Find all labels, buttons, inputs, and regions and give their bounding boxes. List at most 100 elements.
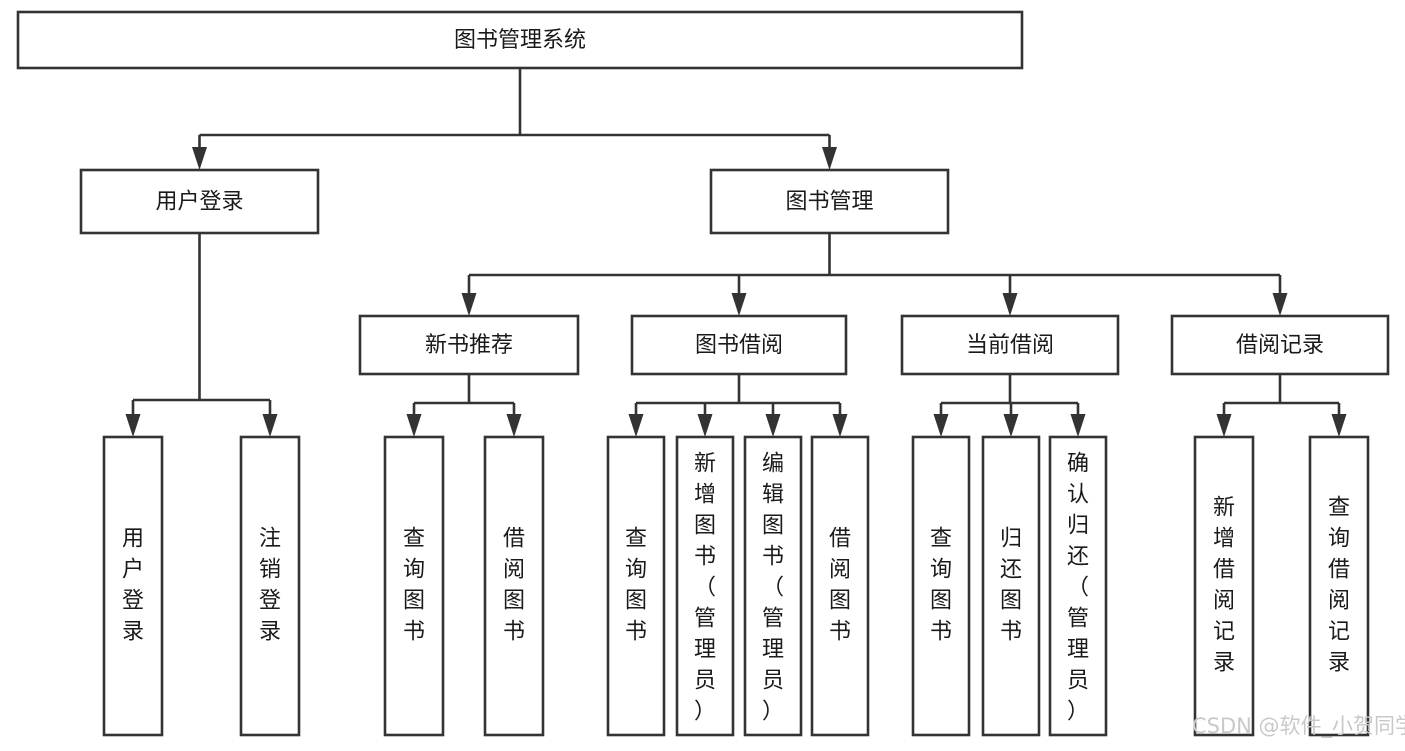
node-box-br-query [1308, 435, 1370, 737]
node-label-br-query-char-2: 借 [1328, 558, 1350, 583]
node-label-bb-borrow-char-3: 书 [829, 620, 851, 645]
node-label-nbr-borrow-char-1: 阅 [503, 558, 525, 583]
node-box-bb-add [675, 435, 735, 737]
node-label-current-borrow: 当前借阅 [966, 333, 1054, 358]
arrowhead-cb-return [1003, 414, 1019, 437]
node-label-br-add-char-1: 增 [1213, 527, 1235, 552]
node-label-cb-query-char-1: 询 [930, 558, 952, 583]
node-label-leaf-user-login-char-3: 录 [122, 620, 144, 645]
node-label-cb-return-char-0: 归 [1000, 527, 1022, 552]
arrowhead-br-query [1331, 414, 1347, 437]
node-box-borrow-record [1170, 314, 1390, 376]
node-label-bb-add-char-2: 图 [694, 514, 716, 539]
node-label-bb-add-char-5: 管 [694, 607, 716, 632]
node-label-bb-add-char-1: 增 [694, 483, 716, 508]
node-borrow-record[interactable]: 借阅记录 [1170, 314, 1390, 376]
arrowhead-bb-borrow [832, 414, 848, 437]
node-label-leaf-user-logout-char-2: 登 [259, 589, 281, 614]
node-label-cb-confirm-char-5: 管 [1067, 607, 1089, 632]
node-label-new-book-rec: 新书推荐 [425, 333, 513, 358]
node-current-borrow[interactable]: 当前借阅 [900, 314, 1120, 376]
arrowhead-current-borrow [1002, 293, 1018, 316]
node-label-cb-confirm-char-0: 确 [1067, 452, 1089, 477]
node-new-book-rec[interactable]: 新书推荐 [358, 314, 580, 376]
node-label-bb-borrow-char-2: 图 [829, 589, 851, 614]
node-label-bb-borrow-char-1: 阅 [829, 558, 851, 583]
node-label-leaf-user-logout-char-1: 销 [259, 558, 281, 583]
node-leaf-user-login[interactable]: 用户登录 [102, 435, 164, 737]
node-label-bb-add-char-4: （ [694, 576, 716, 601]
node-box-cb-query [911, 435, 971, 737]
node-book-manage[interactable]: 图书管理 [709, 168, 950, 235]
node-label-bb-edit-char-4: （ [762, 576, 784, 601]
arrowhead-leaf-user-login [125, 414, 141, 437]
node-label-nbr-query-char-3: 书 [403, 620, 425, 645]
node-label-leaf-user-logout-char-0: 注 [259, 527, 281, 552]
node-label-cb-confirm-char-4: （ [1067, 576, 1089, 601]
node-box-root [16, 10, 1024, 70]
node-box-book-borrow [630, 314, 848, 376]
node-label-bb-edit-char-8: ） [762, 700, 784, 725]
node-layer: 图书管理系统用户登录图书管理新书推荐图书借阅当前借阅借阅记录用户登录注销登录查询… [16, 10, 1390, 737]
arrowhead-bb-edit [765, 414, 781, 437]
node-label-cb-query-char-0: 查 [930, 527, 952, 552]
node-label-bb-edit-char-7: 员 [762, 669, 784, 694]
node-label-cb-confirm-char-7: 员 [1067, 669, 1089, 694]
node-label-nbr-query-char-2: 图 [403, 589, 425, 614]
csdn-watermark: CSDN @软件_小贺同学 [1192, 714, 1405, 739]
node-label-book-borrow: 图书借阅 [695, 333, 783, 358]
node-label-bb-edit-char-5: 管 [762, 607, 784, 632]
node-box-br-add [1193, 435, 1255, 737]
node-label-bb-query-char-0: 查 [625, 527, 647, 552]
node-label-bb-add-char-3: 书 [694, 545, 716, 570]
arrowhead-cb-confirm [1070, 414, 1086, 437]
node-label-br-query-char-5: 录 [1328, 651, 1350, 676]
node-box-new-book-rec [358, 314, 580, 376]
node-label-bb-edit-char-1: 辑 [762, 483, 784, 508]
node-label-bb-query-char-1: 询 [625, 558, 647, 583]
node-label-borrow-record: 借阅记录 [1236, 333, 1324, 358]
node-box-cb-return [981, 435, 1041, 737]
watermark-layer: CSDN @软件_小贺同学 [1192, 714, 1405, 739]
node-label-br-query-char-4: 记 [1328, 620, 1350, 645]
node-label-cb-confirm-char-3: 还 [1067, 545, 1089, 570]
node-label-cb-confirm-char-2: 归 [1067, 514, 1089, 539]
node-user-login[interactable]: 用户登录 [79, 168, 320, 235]
arrowhead-br-add [1216, 414, 1232, 437]
node-box-leaf-user-login [102, 435, 164, 737]
arrowhead-book-borrow [731, 293, 747, 316]
node-label-bb-edit-char-6: 理 [762, 638, 784, 663]
node-label-br-add-char-2: 借 [1213, 558, 1235, 583]
node-root[interactable]: 图书管理系统 [16, 10, 1024, 70]
arrowhead-bb-query [628, 414, 644, 437]
node-box-nbr-query [383, 435, 445, 737]
node-box-bb-borrow [810, 435, 870, 737]
node-box-cb-confirm [1048, 435, 1108, 737]
node-box-nbr-borrow [483, 435, 545, 737]
arrowhead-cb-query [933, 414, 949, 437]
arrowhead-leaf-user-logout [262, 414, 278, 437]
node-book-borrow[interactable]: 图书借阅 [630, 314, 848, 376]
node-label-cb-query-char-2: 图 [930, 589, 952, 614]
connector-layer [125, 68, 1347, 437]
node-label-br-query-char-3: 阅 [1328, 589, 1350, 614]
node-box-leaf-user-logout [239, 435, 301, 737]
node-box-bb-query [606, 435, 666, 737]
node-label-bb-add-char-6: 理 [694, 638, 716, 663]
node-label-br-add-char-0: 新 [1213, 496, 1235, 521]
node-label-leaf-user-logout-char-3: 录 [259, 620, 281, 645]
